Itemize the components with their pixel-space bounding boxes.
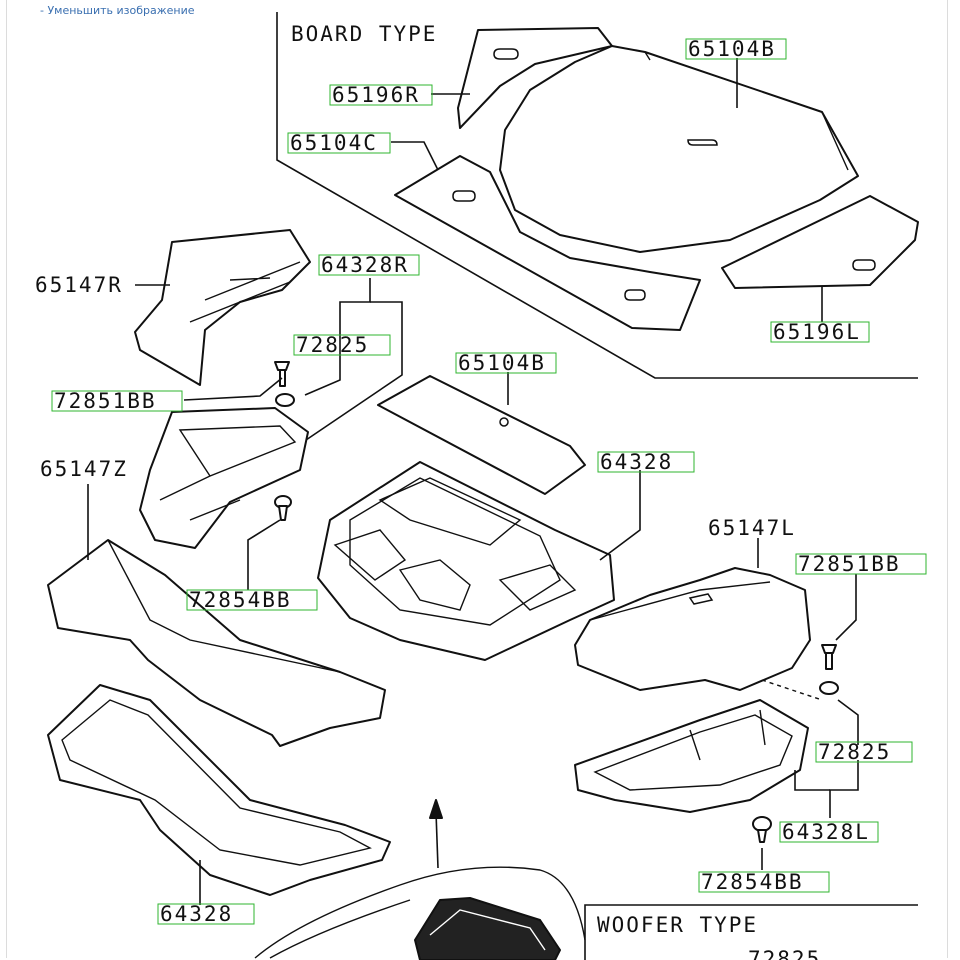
vehicle-body-outline: [254, 799, 586, 959]
callout-65147R[interactable]: 65147R: [35, 273, 123, 297]
callout-65196L[interactable]: 65196L: [770, 320, 870, 344]
label-72851BB-left: 72851BB: [54, 389, 157, 413]
callout-72851BB-right[interactable]: 72851BB: [795, 552, 927, 576]
part-65196R-board: [457, 27, 613, 129]
woofer-unit: [414, 897, 561, 960]
clip-72854BB-left: [274, 495, 292, 521]
callout-65196R[interactable]: 65196R: [329, 83, 433, 107]
leader-lines: [87, 58, 859, 905]
callout-65104C[interactable]: 65104C: [287, 131, 391, 155]
callout-64328L[interactable]: 64328L: [779, 820, 879, 844]
clip-72854BB-right: [752, 816, 772, 843]
part-65147R-cover: [134, 229, 311, 386]
label-64328-bottom: 64328: [160, 902, 233, 926]
woofer-type-frame: [584, 904, 918, 960]
label-64328R: 64328R: [321, 253, 409, 277]
label-65147Z: 65147Z: [40, 457, 128, 481]
label-72825-left: 72825: [296, 333, 369, 357]
callout-72854BB-left[interactable]: 72854BB: [186, 588, 318, 612]
callout-65104B-top[interactable]: 65104B: [685, 37, 787, 61]
label-64328L: 64328L: [782, 820, 870, 844]
part-65147L-cover: [574, 567, 811, 691]
clip-72851BB-right: [821, 644, 837, 670]
label-72854BB-right: 72854BB: [701, 870, 804, 894]
callout-64328-mid[interactable]: 64328: [597, 450, 695, 474]
clip-72825-right: [819, 681, 839, 695]
part-65104C-board: [394, 155, 701, 331]
clip-72825-left: [275, 393, 295, 407]
part-64328L-tray: [574, 699, 809, 813]
woofer-type-heading: WOOFER TYPE: [597, 913, 758, 937]
label-65104C: 65104C: [290, 131, 378, 155]
woofer-partial-label: 72825: [748, 947, 821, 960]
callout-65147L[interactable]: 65147L: [708, 516, 796, 540]
callout-72854BB-right[interactable]: 72854BB: [698, 870, 830, 894]
part-65104B-mid-board: [377, 375, 586, 495]
label-65147R: 65147R: [35, 273, 123, 297]
board-type-frame: [276, 12, 918, 379]
part-64328-main-tray: [317, 461, 615, 661]
callout-64328R[interactable]: 64328R: [318, 253, 420, 277]
label-65196L: 65196L: [773, 320, 861, 344]
callout-72825-left[interactable]: 72825: [293, 333, 391, 357]
shrink-image-link[interactable]: - Уменьшить изображение: [40, 4, 195, 17]
label-72851BB-right: 72851BB: [798, 552, 901, 576]
part-64328R-tray: [139, 407, 309, 549]
part-65104B-board: [499, 45, 859, 253]
callout-72851BB-left[interactable]: 72851BB: [51, 389, 183, 413]
label-65104B-top: 65104B: [688, 37, 776, 61]
callout-72825-right[interactable]: 72825: [815, 740, 913, 764]
label-72825-right: 72825: [818, 740, 891, 764]
board-type-heading: BOARD TYPE: [291, 22, 437, 46]
label-65196R: 65196R: [332, 83, 420, 107]
part-65147Z-cover: [47, 539, 386, 747]
label-65147L: 65147L: [708, 516, 796, 540]
label-72854BB-left: 72854BB: [189, 588, 292, 612]
part-65196L-board: [721, 195, 919, 289]
part-64328-bottom-tray: [47, 684, 391, 896]
callout-65104B-mid[interactable]: 65104B: [455, 351, 557, 375]
callout-64328-bottom[interactable]: 64328: [157, 902, 255, 926]
label-64328-mid: 64328: [600, 450, 673, 474]
label-65104B-mid: 65104B: [458, 351, 546, 375]
callout-65147Z[interactable]: 65147Z: [40, 457, 128, 481]
page-frame: [6, 0, 948, 958]
